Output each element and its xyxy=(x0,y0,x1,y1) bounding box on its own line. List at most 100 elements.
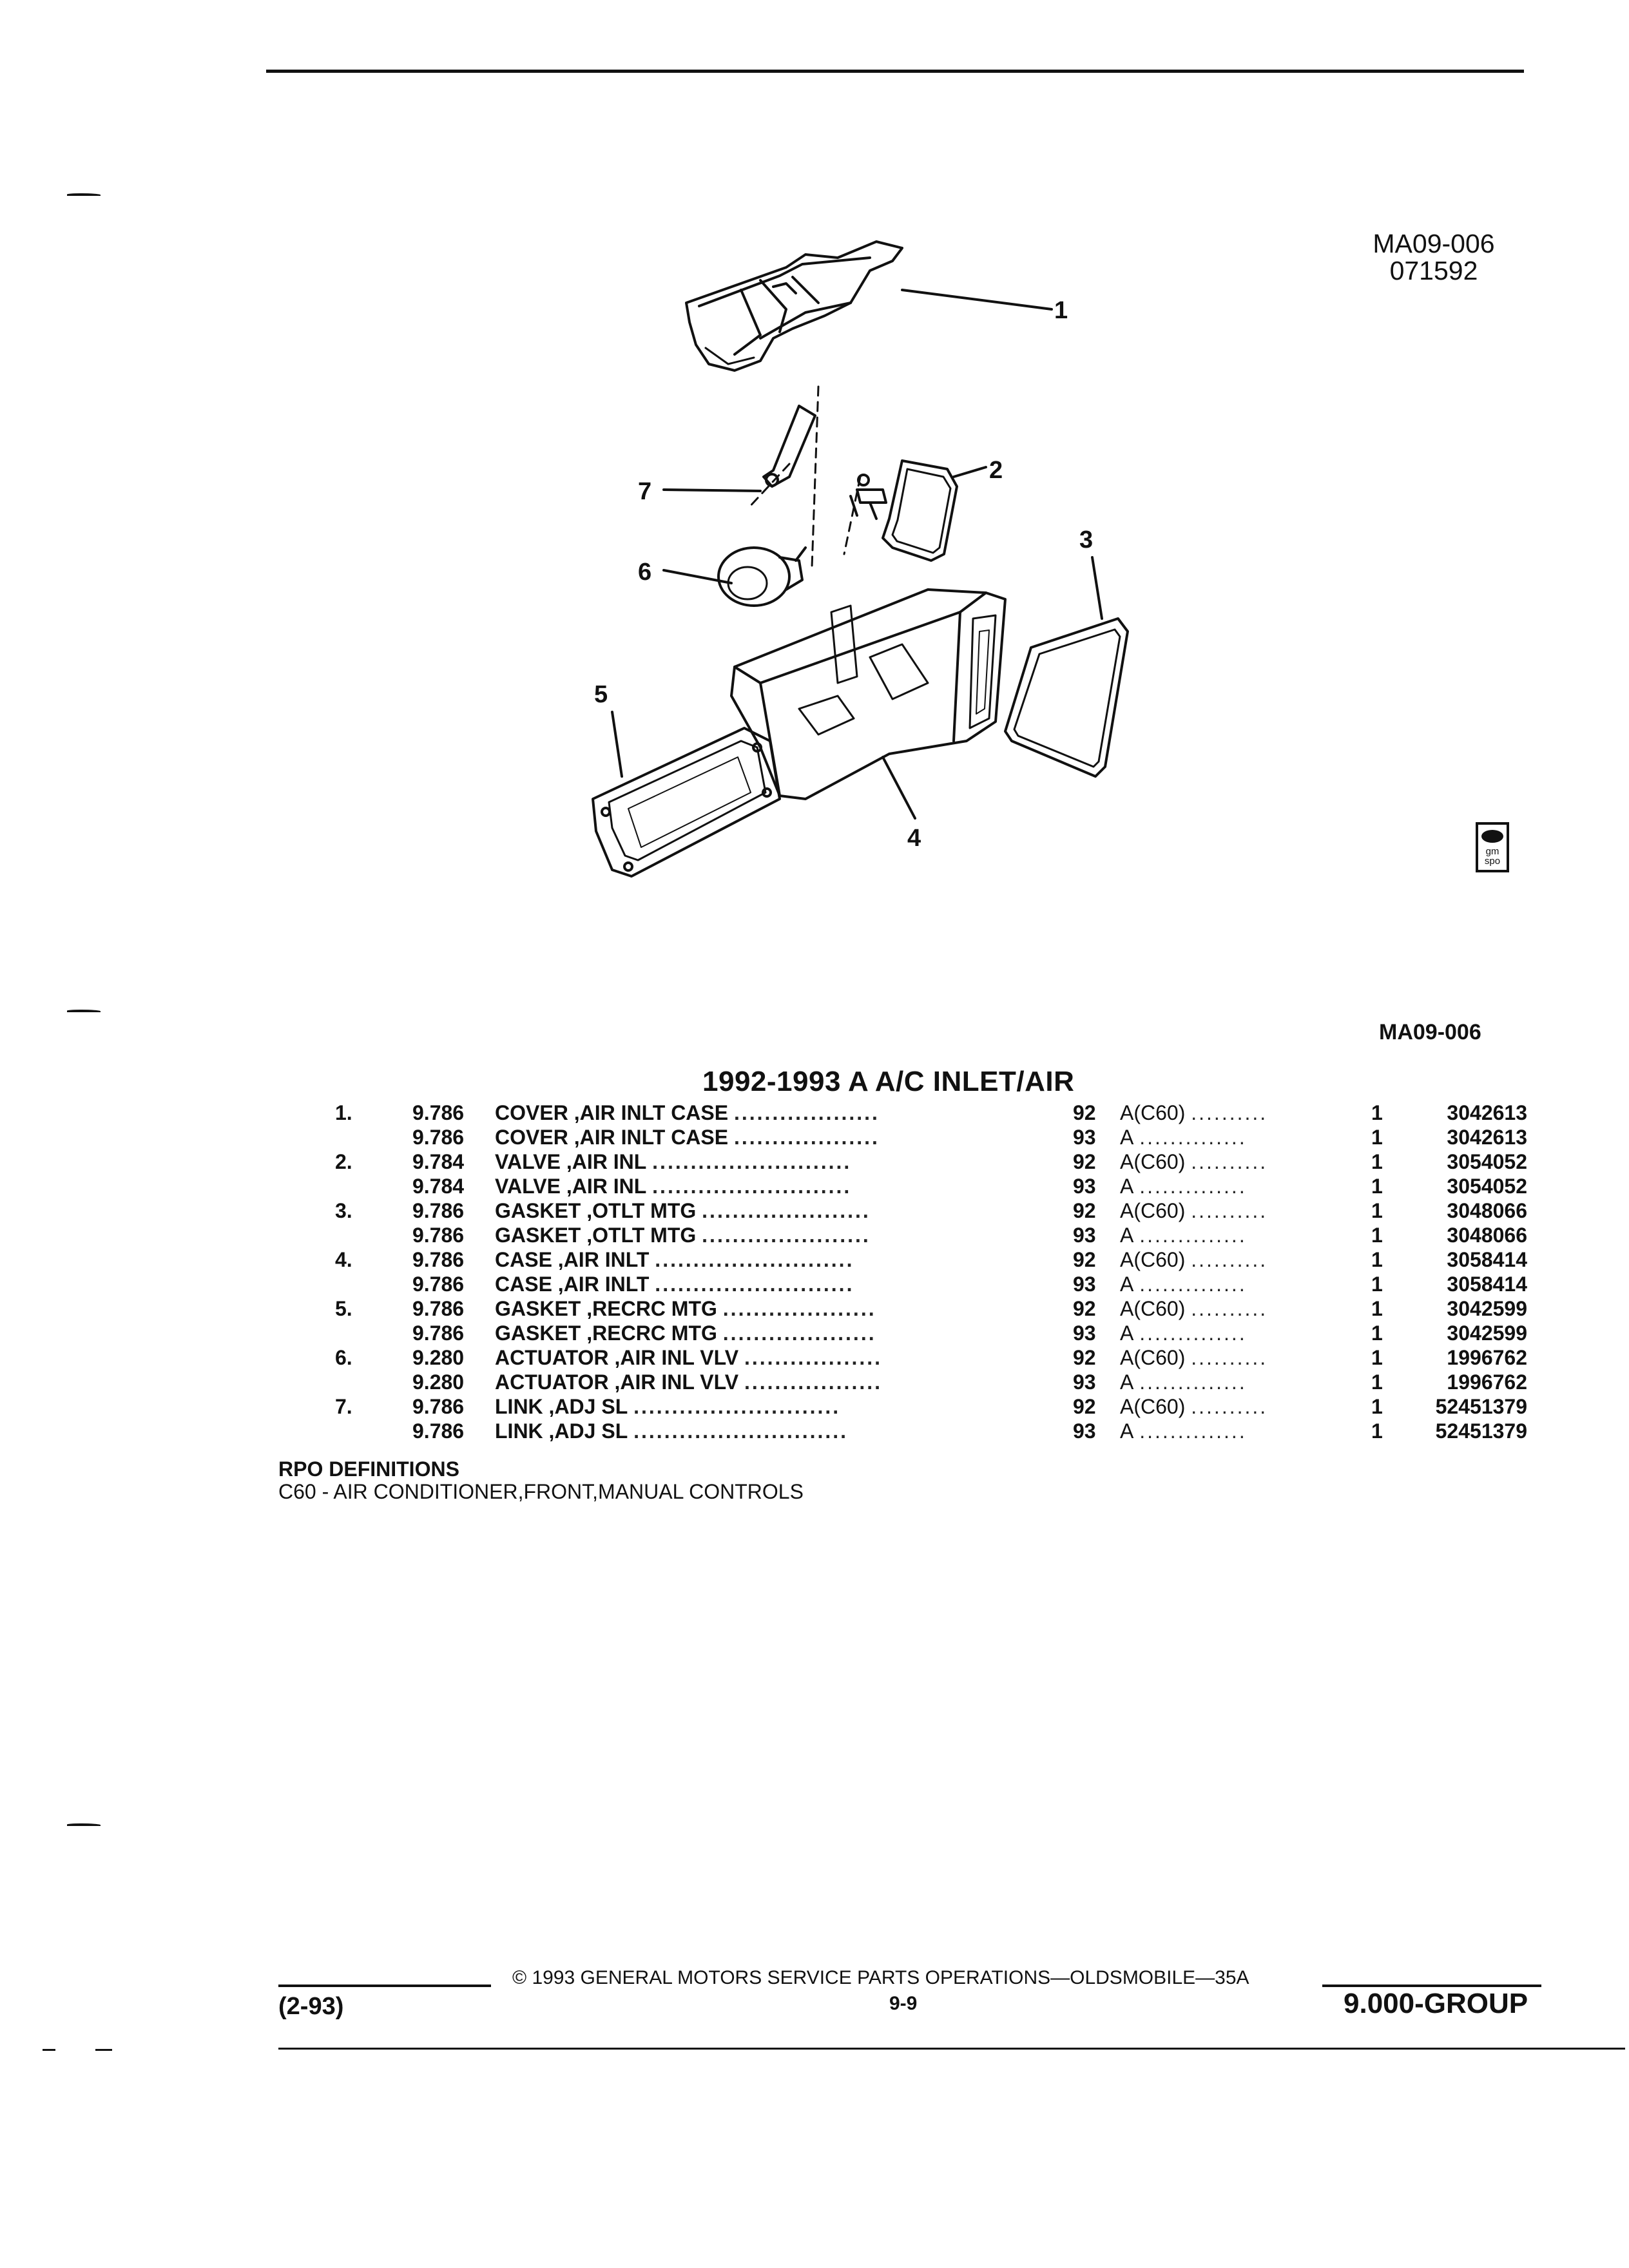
leader-dots: .............. xyxy=(1139,1126,1247,1149)
part-name-bold: GASKET xyxy=(495,1297,581,1320)
model-year: 92 xyxy=(1073,1101,1096,1124)
model-code-text: A xyxy=(1120,1175,1134,1198)
part-name-bold: CASE xyxy=(495,1248,552,1271)
leader-line-6 xyxy=(662,569,733,584)
part-number: 3058414 xyxy=(1447,1273,1527,1296)
item-number: 5. xyxy=(335,1297,352,1320)
part-number: 3054052 xyxy=(1447,1150,1527,1173)
leader-dots: .................. xyxy=(744,1370,882,1394)
part-description: ,AIR INL xyxy=(560,1150,647,1173)
part-gasket-recrc-mtg xyxy=(592,727,781,878)
part-description: ,OTLT MTG xyxy=(581,1199,697,1222)
callout-2: 2 xyxy=(989,457,1003,484)
leader-line-7 xyxy=(662,488,762,492)
callout-6: 6 xyxy=(638,559,651,586)
quantity: 1 xyxy=(1371,1395,1383,1418)
model-code: A .............. xyxy=(1120,1419,1247,1443)
part-actuator-air-inl-vlv xyxy=(717,546,807,607)
model-year: 92 xyxy=(1073,1346,1096,1369)
part-name-bold: COVER xyxy=(495,1126,568,1149)
model-code-text: A(C60) xyxy=(1120,1101,1186,1124)
part-number: 52451379 xyxy=(1435,1419,1527,1443)
leader-line-1 xyxy=(901,289,1053,311)
page-number: 9-9 xyxy=(889,1993,918,2014)
group-number: 9.786 xyxy=(412,1199,465,1222)
quantity: 1 xyxy=(1371,1175,1383,1198)
model-code-text: A xyxy=(1120,1224,1134,1247)
part-name: ACTUATOR ,AIR INL VLV .................. xyxy=(495,1345,882,1370)
item-number: 3. xyxy=(335,1199,352,1222)
group-number: 9.786 xyxy=(412,1419,465,1443)
part-name-bold: ACTUATOR xyxy=(495,1370,609,1394)
quantity: 1 xyxy=(1371,1150,1383,1173)
quantity: 1 xyxy=(1371,1419,1383,1443)
model-code: A .............. xyxy=(1120,1370,1247,1394)
model-code: A .............. xyxy=(1120,1174,1247,1198)
revision-date: (2-93) xyxy=(278,1993,344,2020)
part-gasket-otlt-mtg xyxy=(1004,617,1129,778)
parts-row: 7. 9.786 LINK ,ADJ SL ..................… xyxy=(0,1394,1629,1419)
group-number: 9.786 xyxy=(412,1395,465,1418)
part-description: ,RECRC MTG xyxy=(581,1297,717,1320)
part-description: ,AIR INLT CASE xyxy=(568,1101,729,1124)
leader-dots: .......... xyxy=(1191,1199,1268,1222)
model-code-text: A(C60) xyxy=(1120,1248,1186,1271)
quantity: 1 xyxy=(1371,1248,1383,1271)
model-code: A(C60) .......... xyxy=(1120,1149,1268,1174)
page-title: 1992-1993 A A/C INLET/AIR xyxy=(702,1066,1075,1097)
diagram-identifier: MA09-006 071592 xyxy=(1360,230,1508,284)
part-number: 52451379 xyxy=(1435,1395,1527,1418)
part-description: ,RECRC MTG xyxy=(581,1321,717,1345)
assembly-lines xyxy=(746,385,862,568)
part-link-adj-sl xyxy=(762,405,816,488)
part-name: GASKET ,OTLT MTG ...................... xyxy=(495,1198,871,1223)
model-code-text: A xyxy=(1120,1321,1134,1345)
model-year: 93 xyxy=(1073,1370,1096,1394)
group-label: 9.000-GROUP xyxy=(1344,1988,1528,2019)
leader-dots: .......... xyxy=(1191,1150,1268,1173)
group-number: 9.786 xyxy=(412,1273,465,1296)
model-code-text: A xyxy=(1120,1370,1134,1394)
leader-dots: ................... xyxy=(733,1101,880,1124)
part-description: ,AIR INLT xyxy=(552,1248,650,1271)
part-name: ACTUATOR ,AIR INL VLV .................. xyxy=(495,1370,882,1394)
model-code: A(C60) .......... xyxy=(1120,1100,1268,1125)
model-year: 93 xyxy=(1073,1419,1096,1443)
leader-dots: .......................... xyxy=(655,1248,854,1271)
model-year: 93 xyxy=(1073,1224,1096,1247)
part-number: 1996762 xyxy=(1447,1370,1527,1394)
part-name: GASKET ,RECRC MTG .................... xyxy=(495,1321,876,1345)
part-number: 1996762 xyxy=(1447,1346,1527,1369)
part-description: ,AIR INL VLV xyxy=(608,1346,739,1369)
item-number: 6. xyxy=(335,1346,352,1369)
parts-row: 2. 9.784 VALVE ,AIR INL ................… xyxy=(0,1149,1629,1174)
model-year: 92 xyxy=(1073,1248,1096,1271)
callout-1: 1 xyxy=(1054,297,1068,324)
model-code: A(C60) .......... xyxy=(1120,1198,1268,1223)
part-description: ,OTLT MTG xyxy=(581,1224,697,1247)
model-code: A .............. xyxy=(1120,1272,1247,1296)
gm-spo-logo-icon: gm spo xyxy=(1476,822,1509,872)
part-number: 3058414 xyxy=(1447,1248,1527,1271)
callout-4: 4 xyxy=(907,825,921,852)
leader-dots: ........................... xyxy=(633,1395,841,1418)
callout-5: 5 xyxy=(594,681,608,708)
model-year: 93 xyxy=(1073,1175,1096,1198)
leader-dots: .............. xyxy=(1139,1419,1247,1443)
model-code-text: A xyxy=(1120,1273,1134,1296)
model-year: 92 xyxy=(1073,1199,1096,1222)
parts-row: 9.786 COVER ,AIR INLT CASE .............… xyxy=(0,1125,1629,1149)
part-name-bold: LINK xyxy=(495,1419,543,1443)
part-name: CASE ,AIR INLT .........................… xyxy=(495,1272,854,1296)
parts-row: 9.786 GASKET ,OTLT MTG .................… xyxy=(0,1223,1629,1247)
part-cover-air-inlt-case xyxy=(685,240,903,372)
model-code: A(C60) .......... xyxy=(1120,1296,1268,1321)
part-number: 3042613 xyxy=(1447,1101,1527,1124)
group-number: 9.786 xyxy=(412,1321,465,1345)
model-code: A .............. xyxy=(1120,1223,1247,1247)
part-name: LINK ,ADJ SL ...........................… xyxy=(495,1419,848,1443)
group-number: 9.784 xyxy=(412,1150,465,1173)
part-name: CASE ,AIR INLT .........................… xyxy=(495,1247,854,1272)
part-number: 3042599 xyxy=(1447,1297,1527,1320)
parts-row: 5. 9.786 GASKET ,RECRC MTG .............… xyxy=(0,1296,1629,1321)
